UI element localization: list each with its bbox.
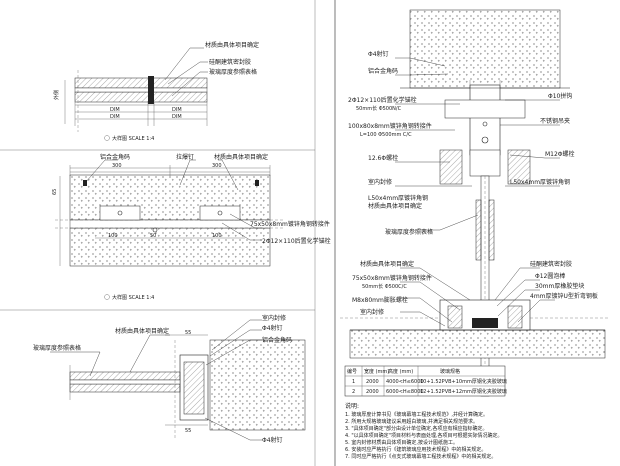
v1-dim-1: DIM bbox=[110, 107, 120, 113]
table-cell: 2 bbox=[352, 389, 355, 395]
v2-dim-100a: 100 bbox=[108, 233, 118, 239]
table-cell: 4000<H≤6000 bbox=[386, 379, 424, 385]
v1-label-sealant: 硅酮建筑密封胶 bbox=[209, 58, 251, 66]
note-line: 6. 安装时应严格执行《建筑玻璃应用技术规程》中的相关规定。 bbox=[345, 446, 486, 453]
v5-label-m8: M8x80mm膨胀螺栓 bbox=[352, 296, 408, 304]
v4-label-alu: 铝合金角码 bbox=[368, 67, 398, 75]
v2-dim-65: 65 bbox=[52, 189, 58, 195]
v3-label-alu: 铝合金角码 bbox=[262, 336, 292, 344]
table-cell: 2000 bbox=[366, 379, 379, 385]
v3-label-nail2: Φ4射钉 bbox=[262, 436, 283, 444]
v5-label-rod: Φ12圆泡棒 bbox=[535, 272, 565, 280]
table-cell: 2000 bbox=[366, 389, 379, 395]
v4-label-plate: 100x80x8mm镀锌角钢转接件 bbox=[348, 122, 432, 130]
glass-spec-table bbox=[344, 365, 506, 397]
table-header: 玻璃规格 bbox=[440, 368, 460, 375]
view1-section bbox=[64, 47, 208, 132]
v5-label-seal: 硅酮建筑密封胶 bbox=[530, 260, 572, 268]
table-cell: 1 bbox=[352, 379, 355, 385]
note-line: 7. 同时应严格执行《点支式玻璃幕墙工程技术规程》中的相关规定。 bbox=[345, 453, 496, 460]
v4-label-glass: 玻璃厚度参照表格 bbox=[385, 228, 433, 236]
v2-caption-mark bbox=[104, 294, 110, 300]
note-line: 4. "以具体项目确定"项目材料与表面处理,各项目可根据实际情况确定。 bbox=[345, 432, 503, 439]
v5-label-angle: 75x50x8mm镀锌角钢转接件 bbox=[352, 274, 432, 282]
table-header: 宽度 (mm) bbox=[364, 368, 389, 375]
v4-label-nail: Φ4射钉 bbox=[368, 50, 389, 58]
v1-label-material: 材质由具体项目确定 bbox=[205, 41, 259, 49]
v2-dim-300b: 300 bbox=[212, 163, 222, 169]
v4-label-bolt: 2Φ12×110后置化学锚栓 bbox=[348, 96, 417, 104]
v4-label-inner: 室内封修 bbox=[368, 178, 392, 186]
v4-label-bolt-sub: 50mm长 Φ500N/C bbox=[356, 105, 402, 112]
v3-label-inner: 室内封修 bbox=[262, 314, 286, 322]
v5-label-inner: 室内封修 bbox=[360, 308, 384, 316]
view3-corner bbox=[50, 319, 306, 441]
v4-label-plate-sub: L=100 Φ500mm C/C bbox=[360, 132, 412, 138]
v4-label-angle2: L50x4mm厚镀锌角钢 bbox=[510, 178, 570, 186]
v3-dim-55a: 55 bbox=[185, 330, 191, 336]
v3-dim-55b: 55 bbox=[185, 428, 191, 434]
v5-label-rubber: 30mm厚橡胶垫块 bbox=[535, 282, 584, 290]
table-cell: 12+1.52PVB+12mm厚钢化夹胶玻璃 bbox=[420, 388, 507, 395]
note-line: 3. "具体项目确定"部分由设计单位确定,各项应有相应指标确定。 bbox=[345, 425, 488, 432]
table-cell: 10+1.52PVB+10mm厚钢化夹胶玻璃 bbox=[420, 378, 507, 385]
v2-label-material: 材质由具体项目确定 bbox=[214, 153, 268, 161]
v2-label-alu: 铝合金角码 bbox=[100, 153, 130, 161]
v4-label-angle-sub: 材质由具体项目确定 bbox=[368, 202, 422, 210]
v4-label-hook: Φ10拼钩 bbox=[548, 92, 572, 100]
note-line: 2. 所用大规格玻璃建议采用超白玻璃,并满足相关规范要求。 bbox=[345, 418, 478, 425]
v1-caption-mark bbox=[104, 135, 110, 141]
v2-label-angle: 75x50x8mm镀锌角钢转接件 bbox=[250, 220, 330, 228]
v1-label-glass: 玻璃厚度参照表格 bbox=[209, 68, 257, 76]
v4-label-m12: M12Φ螺栓 bbox=[545, 150, 575, 158]
v2-dim-300a: 300 bbox=[112, 163, 122, 169]
view4-suspension bbox=[395, 9, 570, 397]
note-line: 5. 室内封修材质由具体项目确定,按设计图纸施工。 bbox=[345, 439, 458, 446]
table-header: 编号 bbox=[347, 368, 357, 375]
v5-label-angle-sub: 50mm长 Φ500C/C bbox=[362, 283, 407, 290]
v2-label-bolt: 2Φ12×110后置化学锚栓 bbox=[262, 237, 331, 245]
view5-bottom bbox=[340, 267, 610, 359]
v1-dim-2: DIM bbox=[172, 107, 182, 113]
v2-dim-100b: 100 bbox=[212, 233, 222, 239]
v4-label-12: 12.6Φ螺栓 bbox=[368, 154, 398, 162]
table-cell: 6000<H≤8000 bbox=[386, 389, 424, 395]
v3-label-material: 材质由具体项目确定 bbox=[115, 327, 169, 335]
v1-caption: 大样图 SCALE 1:4 bbox=[112, 135, 154, 142]
notes-title: 说明: bbox=[345, 402, 359, 410]
table-header: 高度 (mm) bbox=[388, 368, 413, 375]
v1-dim-3: DIM bbox=[110, 114, 120, 120]
v5-label-steel: 4mm厚镀锌U型折弯钢板 bbox=[530, 292, 598, 300]
v2-dim-50: 50 bbox=[150, 233, 156, 239]
v1-side-label: 外侧 bbox=[53, 90, 60, 100]
v3-label-nail: Φ4射钉 bbox=[262, 324, 283, 332]
note-line: 1. 玻璃厚度计算书见《玻璃幕墙工程技术规范》,并经计算确定。 bbox=[345, 411, 488, 418]
v2-label-pull: 拉爆钉 bbox=[176, 153, 194, 161]
v3-label-glass: 玻璃厚度参照表格 bbox=[33, 344, 81, 352]
v1-dim-4: DIM bbox=[172, 114, 182, 120]
v4-label-angle: L50x4mm厚镀锌角钢 bbox=[368, 194, 428, 202]
view2-plan bbox=[55, 159, 285, 267]
v2-caption: 大样图 SCALE 1:4 bbox=[112, 294, 154, 301]
v4-label-clip: 不锈钢吊夹 bbox=[540, 117, 570, 125]
v5-label-material: 材质由具体项目确定 bbox=[360, 260, 414, 268]
